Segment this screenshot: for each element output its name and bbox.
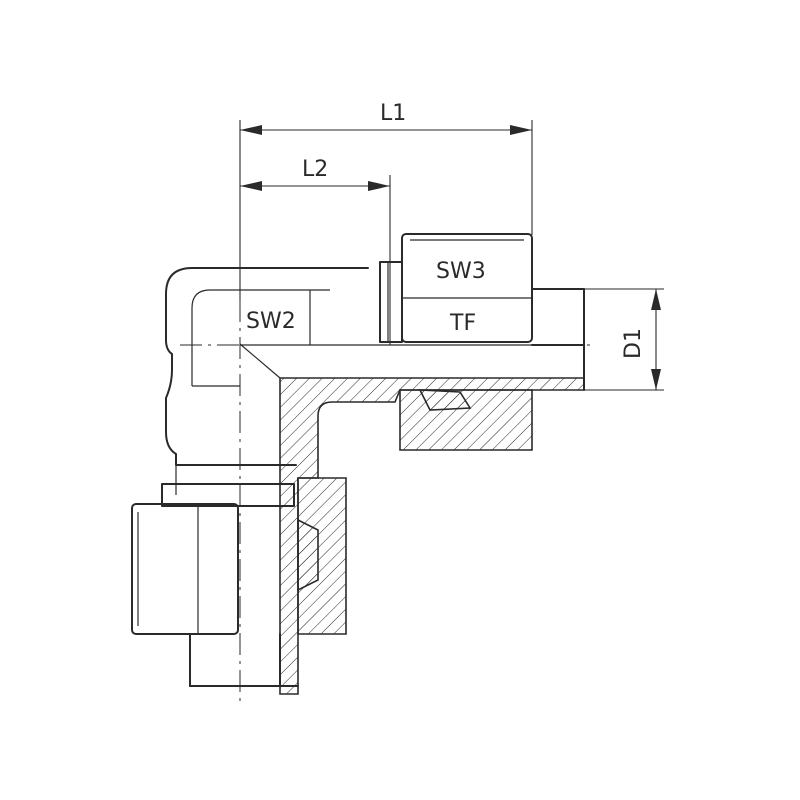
tf-label: TF [449, 311, 476, 336]
tube-right [531, 288, 585, 391]
nut-sw3 [379, 233, 533, 451]
tube-bottom [189, 633, 299, 687]
nut-sw2 [131, 477, 347, 635]
sw3-label: SW3 [436, 259, 486, 284]
l1-label: L1 [380, 101, 406, 126]
elbow-body [165, 267, 369, 495]
dimension-l1 [239, 120, 533, 300]
l2-label: L2 [302, 157, 328, 182]
sw2-label: SW2 [246, 309, 296, 334]
dimension-d1 [584, 288, 664, 391]
d1-label: D1 [621, 328, 646, 359]
dimension-l2 [240, 175, 391, 345]
center-lines [180, 300, 590, 705]
